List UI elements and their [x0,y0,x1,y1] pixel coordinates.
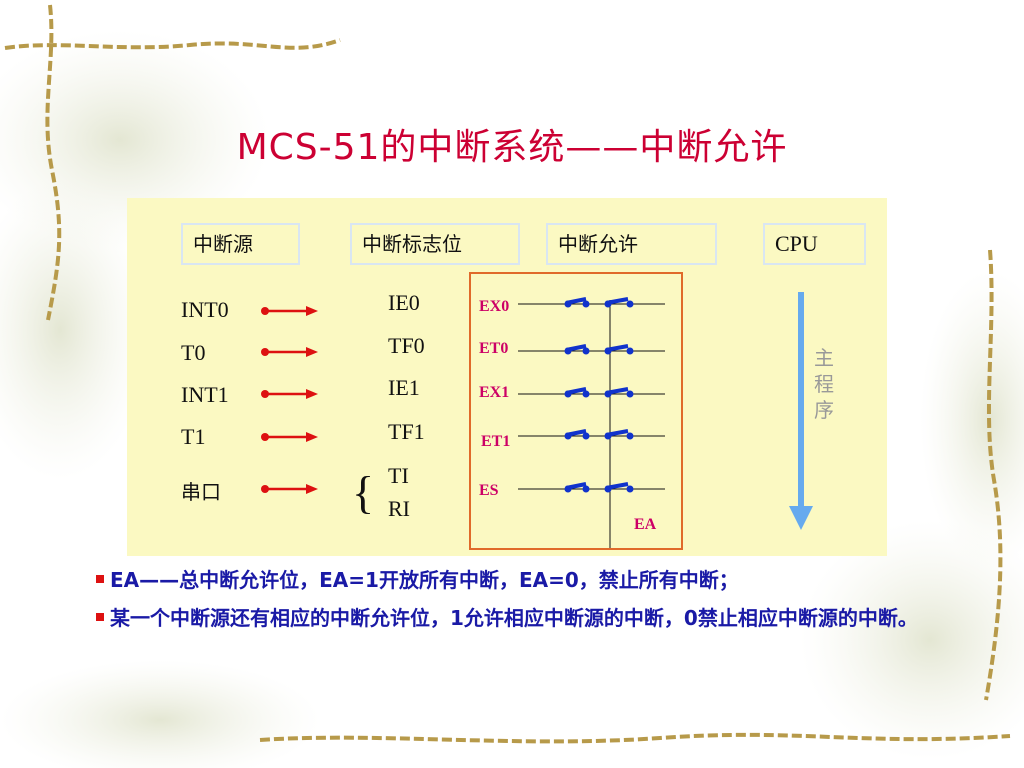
note-ea-text: EA——总中断允许位，EA=1开放所有中断，EA=0，禁止所有中断； [110,568,739,592]
header-cpu: CPU [763,223,866,265]
source-t1: T1 [181,424,206,449]
flag-tf0: TF0 [388,333,425,358]
source-int0: INT0 [181,297,229,322]
source-int1: INT1 [181,382,229,407]
source-t0: T0 [181,340,206,365]
enable-ex1: EX1 [479,384,510,401]
notes-list: EA——总中断允许位，EA=1开放所有中断，EA=0，禁止所有中断； 某一个中断… [96,565,996,641]
enable-es: ES [479,482,499,499]
enable-ea: EA [634,516,657,533]
flag-ie0: IE0 [388,290,420,315]
flag-ri: RI [388,496,410,521]
bullet-marker-icon [96,575,104,583]
source-arrow-serial [261,484,318,494]
switch-et1 [564,429,634,440]
source-serial: 串口 [181,480,221,504]
cpu-down-arrow [789,292,813,530]
enable-et1: ET1 [481,433,511,450]
source-arrow-int1 [261,389,318,399]
serial-flag-brace: { [352,467,375,518]
header-interrupt-flag: 中断标志位 [350,223,520,265]
header-interrupt-source: 中断源 [181,223,300,265]
note-ea: EA——总中断允许位，EA=1开放所有中断，EA=0，禁止所有中断； [96,565,996,595]
source-arrow-t0 [261,347,318,357]
page-title: MCS-51的中断系统——中断允许 [236,127,788,168]
switch-et0 [564,344,634,355]
source-arrow-int0 [261,306,318,316]
note-source-enable-text: 某一个中断源还有相应的中断允许位，1允许相应中断源的中断，0禁止相应中断源的中断… [110,606,918,630]
source-arrow-t1 [261,432,318,442]
flag-ie1: IE1 [388,375,420,400]
bullet-marker-icon [96,613,104,621]
flag-ti: TI [388,463,409,488]
note-source-enable: 某一个中断源还有相应的中断允许位，1允许相应中断源的中断，0禁止相应中断源的中断… [96,603,996,633]
switch-es [564,482,634,493]
switch-ex1 [564,387,634,398]
enable-et0: ET0 [479,340,509,357]
enable-group-box [469,272,683,550]
flag-tf1: TF1 [388,419,425,444]
enable-ex0: EX0 [479,298,510,315]
cpu-main-program-label: 主程序 [814,346,834,422]
switch-ex0 [564,297,634,308]
header-interrupt-enable: 中断允许 [546,223,717,265]
